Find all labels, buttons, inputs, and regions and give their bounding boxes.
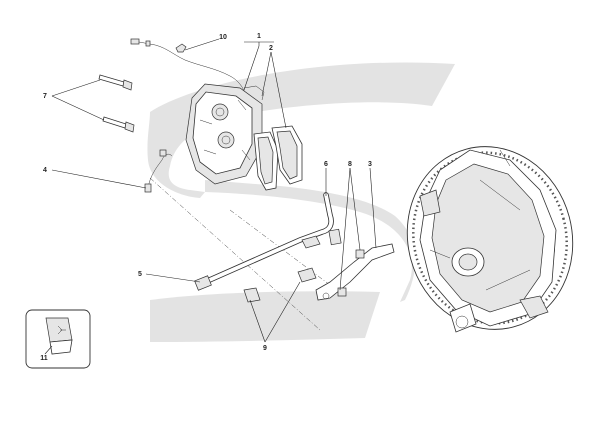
caliper-bolt-upper — [98, 74, 133, 91]
brake-caliper-part — [185, 83, 265, 185]
callout-4: 4 — [43, 167, 47, 174]
brake-pad-right — [271, 125, 303, 185]
callout-leaders — [51, 38, 377, 343]
callout-7: 7 — [43, 93, 47, 100]
callout-3: 3 — [368, 161, 372, 168]
brake-disc-hub-assembly — [406, 146, 574, 333]
assembly-axis-line — [149, 177, 321, 331]
callout-9: 9 — [263, 345, 267, 352]
callout-2: 2 — [269, 45, 273, 52]
callout-11: 11 — [40, 355, 48, 362]
hose-bracket-part — [315, 243, 395, 301]
callout-10: 10 — [219, 34, 227, 41]
inset-panel-part-11 — [25, 309, 91, 369]
callout-1: 1 — [257, 33, 261, 40]
hose-clip-middle — [297, 267, 317, 283]
callout-5: 5 — [138, 271, 142, 278]
hose-clip-lower — [243, 287, 261, 303]
sensor-clip-part — [175, 43, 187, 53]
brake-pad-left — [253, 131, 279, 191]
callout-6: 6 — [324, 161, 328, 168]
caliper-bolt-lower — [102, 116, 135, 133]
sensor-wire-part — [130, 38, 247, 97]
callout-8: 8 — [348, 161, 352, 168]
hose-clip-upper — [301, 235, 321, 249]
brake-hose-part — [194, 192, 342, 291]
